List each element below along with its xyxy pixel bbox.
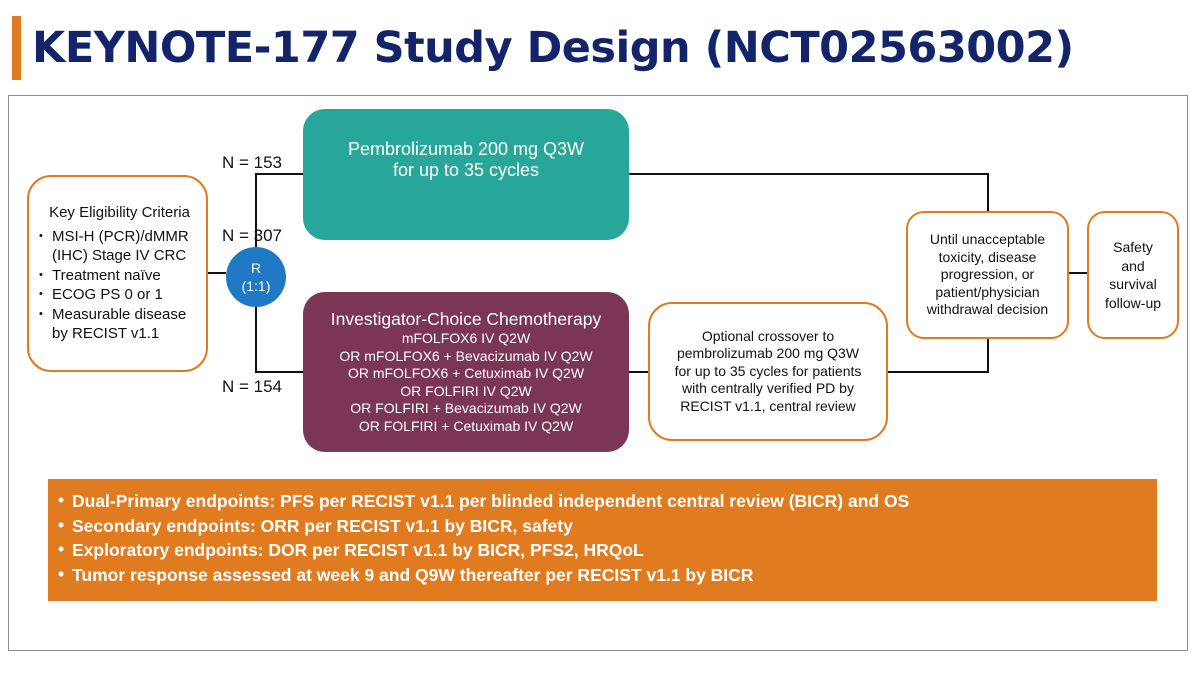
safety-line: Safety xyxy=(1113,239,1153,255)
line-randomization-to-chemo xyxy=(255,307,303,373)
safety-line: and xyxy=(1121,257,1145,274)
treatment-until-box: Until unacceptable toxicity, disease pro… xyxy=(906,211,1069,339)
endpoint-item: •Secondary endpoints: ORR per RECIST v1.… xyxy=(58,514,573,536)
bullet-icon: • xyxy=(39,229,43,242)
bullet-icon: • xyxy=(58,563,65,584)
chemo-option: OR FOLFIRI + Cetuximab IV Q2W xyxy=(358,417,574,434)
n-label-chemo-arm: N = 154 xyxy=(222,377,283,396)
crossover-line: RECIST v1.1, central review xyxy=(680,397,856,414)
bullet-icon: • xyxy=(58,539,65,559)
randomization-ratio: (1:1) xyxy=(241,278,271,294)
endpoints-banner: •Dual-Primary endpoints: PFS per RECIST … xyxy=(48,479,1157,601)
crossover-line: pembrolizumab 200 mg Q3W xyxy=(676,345,860,362)
line-pembro-to-until xyxy=(629,173,989,211)
chemo-option: OR mFOLFOX6 + Cetuximab IV Q2W xyxy=(347,365,585,381)
safety-line: follow-up xyxy=(1104,294,1162,311)
chemo-option: OR mFOLFOX6 + Bevacizumab IV Q2W xyxy=(339,347,593,364)
endpoints-list: •Dual-Primary endpoints: PFS per RECIST … xyxy=(58,489,1147,587)
endpoint-item: •Exploratory endpoints: DOR per RECIST v… xyxy=(58,539,644,560)
crossover-line: Optional crossover to xyxy=(701,327,835,344)
randomization-label: R xyxy=(250,260,262,276)
bullet-icon: • xyxy=(39,268,43,281)
line-randomization-to-pembro xyxy=(255,173,303,247)
until-line: progression, or xyxy=(940,266,1035,283)
title-accent-bar xyxy=(12,16,21,80)
until-line: Until unacceptable xyxy=(929,231,1046,248)
n-label-pembro-arm: N = 153 xyxy=(222,153,283,172)
chemo-heading: Investigator-Choice Chemotherapy xyxy=(330,309,602,329)
until-line: withdrawal decision xyxy=(926,301,1049,318)
slide-title: KEYNOTE-177 Study Design (NCT02563002) xyxy=(32,23,1074,73)
crossover-line: with centrally verified PD by xyxy=(682,380,854,397)
line-crossover-to-until xyxy=(888,339,989,373)
endpoint-item: •Dual-Primary endpoints: PFS per RECIST … xyxy=(58,490,910,511)
crossover-box: Optional crossover to pembrolizumab 200 … xyxy=(648,302,888,441)
bullet-icon: • xyxy=(58,514,65,535)
randomization-circle: R (1:1) xyxy=(226,247,286,307)
bullet-icon: • xyxy=(39,288,43,300)
endpoint-item: •Tumor response assessed at week 9 and Q… xyxy=(58,563,754,585)
until-line: toxicity, disease xyxy=(938,248,1037,265)
safety-line: survival xyxy=(1109,276,1157,292)
n-label-total: N = 307 xyxy=(222,226,283,245)
chemo-option: mFOLFOX6 IV Q2W xyxy=(401,330,531,346)
safety-followup-box: Safety and survival follow-up xyxy=(1087,211,1179,339)
chemo-option: OR FOLFIRI + Bevacizumab IV Q2W xyxy=(350,400,582,416)
pembro-line-1: Pembrolizumab 200 mg Q3W xyxy=(347,138,585,159)
eligibility-heading: Key Eligibility Criteria xyxy=(49,203,190,221)
diagram-frame xyxy=(8,95,1188,651)
eligibility-item: •Measurable disease by RECIST v1.1 xyxy=(39,305,187,343)
eligibility-list: •MSI-H (PCR)/dMMR (IHC) Stage IV CRC •Tr… xyxy=(39,227,200,344)
eligibility-item: •Treatment naïve xyxy=(39,266,161,284)
eligibility-item: •MSI-H (PCR)/dMMR (IHC) Stage IV CRC xyxy=(39,227,189,265)
bullet-icon: • xyxy=(58,490,65,510)
chemotherapy-arm-box: Investigator-Choice Chemotherapy mFOLFOX… xyxy=(303,292,629,452)
eligibility-criteria-box: Key Eligibility Criteria •MSI-H (PCR)/dM… xyxy=(27,175,208,372)
chemo-option: OR FOLFIRI IV Q2W xyxy=(400,382,532,399)
crossover-line: for up to 35 cycles for patients xyxy=(674,362,862,379)
bullet-icon: • xyxy=(39,307,43,320)
eligibility-item: •ECOG PS 0 or 1 xyxy=(39,286,163,303)
pembrolizumab-arm-box: Pembrolizumab 200 mg Q3W for up to 35 cy… xyxy=(303,109,629,240)
until-line: patient/physician xyxy=(935,283,1040,300)
pembro-line-2: for up to 35 cycles xyxy=(392,159,540,180)
